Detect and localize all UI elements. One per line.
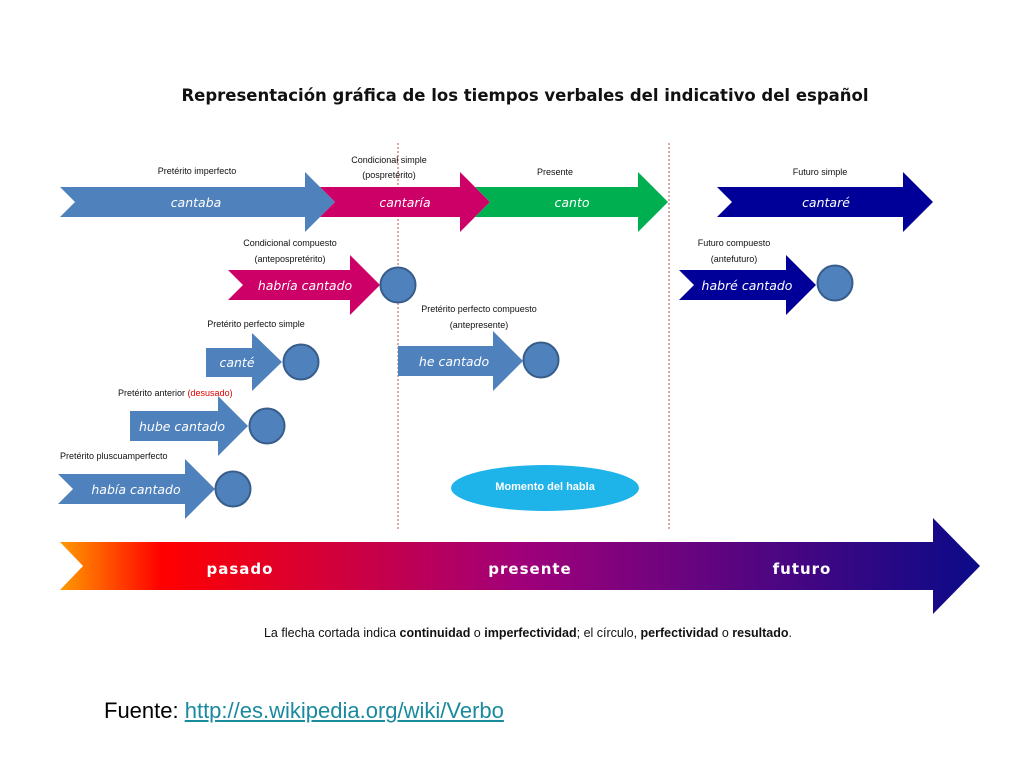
arrow-cantaba (60, 172, 335, 232)
arrow-cante (206, 333, 282, 391)
source-prefix: Fuente: (104, 698, 185, 723)
arrow-cantaria (320, 172, 490, 232)
timeline-past: pasado (207, 560, 274, 578)
caption-resultado: resultado (732, 626, 789, 640)
circle-habria-cantado (379, 266, 417, 304)
caption-part: o (470, 626, 484, 640)
moment-ellipse (451, 465, 639, 511)
label-presente: Presente (537, 167, 573, 177)
label-condicional-compuesto: Condicional compuesto (243, 238, 337, 248)
label-antepresente: (antepresente) (450, 320, 509, 330)
caption-part: ; el círculo, (577, 626, 641, 640)
label-desusado: (desusado) (188, 388, 233, 398)
form-habia-cantado: había cantado (91, 482, 181, 497)
caption-imperfectividad: imperfectividad (484, 626, 576, 640)
source-link[interactable]: http://es.wikipedia.org/wiki/Verbo (184, 698, 504, 723)
diagram-title: Representación gráfica de los tiempos ve… (181, 86, 868, 105)
label-anterior-text: Pretérito anterior (118, 388, 185, 398)
arrow-he-cantado (398, 331, 523, 391)
moment-label: Momento del habla (495, 481, 596, 493)
form-canto: canto (554, 195, 589, 210)
arrow-habia-cantado (58, 459, 215, 519)
form-habria-cantado: habría cantado (258, 278, 353, 293)
caption-part: o (718, 626, 732, 640)
label-antefuturo: (antefuturo) (711, 254, 758, 264)
caption-continuidad: continuidad (400, 626, 471, 640)
form-cante: canté (219, 355, 254, 370)
form-he-cantado: he cantado (419, 354, 490, 369)
arrow-cantare (717, 172, 933, 232)
timeline-arrow (60, 518, 980, 614)
form-hube-cantado: hube cantado (139, 419, 225, 434)
circle-habre-cantado (816, 264, 854, 302)
timeline-future: futuro (773, 560, 832, 578)
caption: La flecha cortada indica continuidad o i… (264, 626, 792, 640)
label-preterito-perfecto-simple: Pretérito perfecto simple (207, 319, 305, 329)
label-preterito-pluscuamperfecto: Pretérito pluscuamperfecto (60, 451, 168, 461)
form-cantaba: cantaba (171, 195, 222, 210)
label-futuro-compuesto: Futuro compuesto (698, 238, 771, 248)
source-line: Fuente: http://es.wikipedia.org/wiki/Ver… (104, 698, 504, 724)
label-preterito-anterior: Pretérito anterior (desusado) (118, 388, 233, 398)
label-futuro-simple: Futuro simple (793, 167, 848, 177)
arrow-habria-cantado (228, 255, 380, 315)
arrow-hube-cantado (130, 396, 248, 456)
caption-part: . (789, 626, 792, 640)
timeline-present: presente (488, 560, 571, 578)
form-cantare: cantaré (802, 195, 850, 210)
caption-perfectividad: perfectividad (641, 626, 719, 640)
label-preterito-imperfecto: Pretérito imperfecto (158, 166, 237, 176)
circle-he-cantado (522, 341, 560, 379)
circle-hube-cantado (248, 407, 286, 445)
label-preterito-perfecto-compuesto: Pretérito perfecto compuesto (421, 304, 537, 314)
label-antepospreterito: (antepospretérito) (254, 254, 325, 264)
circle-habia-cantado (214, 470, 252, 508)
label-condicional-simple: Condicional simple (351, 155, 427, 165)
label-pospreterito: (pospretérito) (362, 170, 416, 180)
form-habre-cantado: habré cantado (702, 278, 793, 293)
caption-part: La flecha cortada indica (264, 626, 400, 640)
arrow-canto (475, 172, 668, 232)
form-cantaria: cantaría (379, 195, 430, 210)
circle-cante (282, 343, 320, 381)
arrow-habre-cantado (679, 255, 816, 315)
